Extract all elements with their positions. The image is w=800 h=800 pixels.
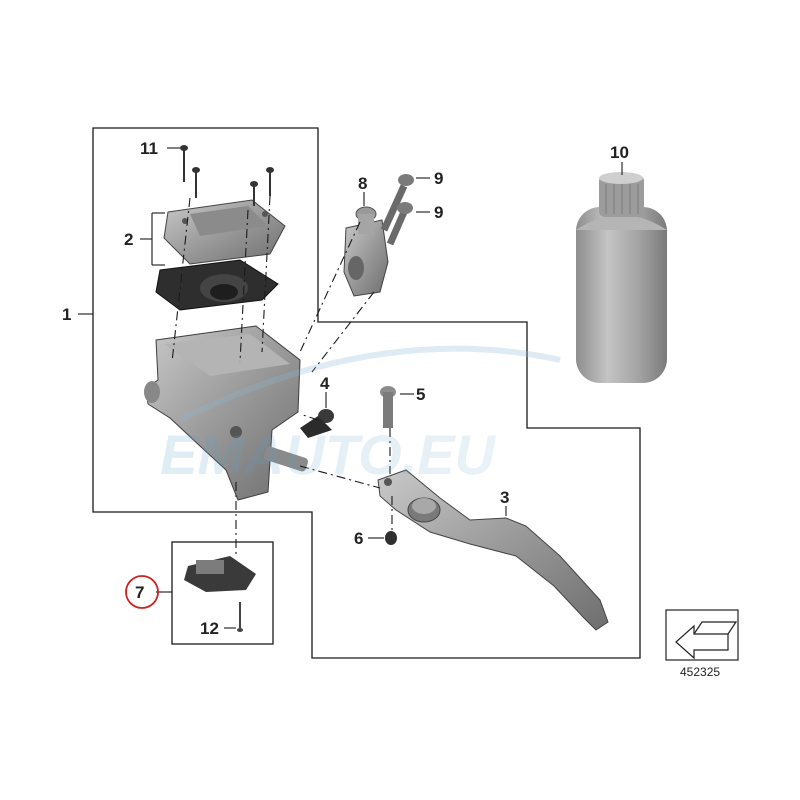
label-5: 5 <box>416 385 425 404</box>
label-11: 11 <box>140 139 158 158</box>
handlebar-clamp[interactable] <box>343 206 389 297</box>
reference-number: 452325 <box>680 665 720 679</box>
leader-lines <box>78 147 623 629</box>
label-6: 6 <box>354 529 363 548</box>
assembly-frame-1 <box>92 127 641 659</box>
label-12: 12 <box>200 619 219 638</box>
label-1: 1 <box>62 305 71 324</box>
svg-text:EMAUTO.EU: EMAUTO.EU <box>160 423 497 486</box>
highlight-circle <box>125 575 159 609</box>
label-9-upper: 9 <box>434 169 443 188</box>
screws-11[interactable] <box>180 145 274 206</box>
label-2: 2 <box>124 230 133 249</box>
brake-fluid-bottle[interactable] <box>576 172 667 383</box>
switch-frame-7 <box>171 541 274 645</box>
label-8: 8 <box>358 174 367 193</box>
label-4: 4 <box>320 374 330 393</box>
watermark: EMAUTO.EU <box>160 345 561 486</box>
master-cylinder-body[interactable] <box>144 325 309 501</box>
brake-light-switch[interactable] <box>184 556 256 632</box>
reservoir-cover[interactable] <box>163 199 286 265</box>
assembly-lines <box>171 195 393 556</box>
brake-lever[interactable] <box>377 469 609 631</box>
bolts-9[interactable] <box>380 174 414 246</box>
nut-6[interactable] <box>385 531 397 545</box>
adjuster-4[interactable] <box>300 409 334 438</box>
label-10: 10 <box>610 143 629 162</box>
pivot-bolt-5[interactable] <box>380 386 396 428</box>
part-labels: 11 2 1 8 9 9 10 4 5 3 6 7 12 <box>62 139 629 638</box>
label-3: 3 <box>500 488 509 507</box>
rubber-diaphragm[interactable] <box>155 259 279 311</box>
arrow-orientation-icon <box>665 609 739 661</box>
label-9-lower: 9 <box>434 203 443 222</box>
label-7: 7 <box>135 583 144 602</box>
